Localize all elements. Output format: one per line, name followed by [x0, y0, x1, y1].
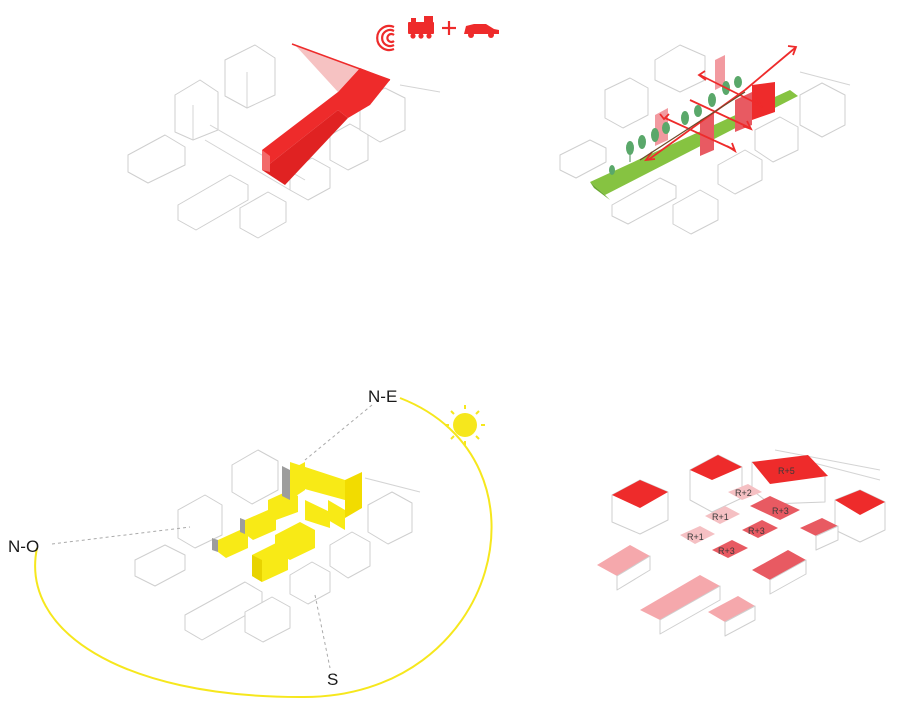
sun-icon: [445, 405, 485, 445]
orientation-arc: [34, 397, 493, 699]
connection-volumes: [655, 55, 775, 156]
train-icon: [408, 16, 434, 39]
panel-heights: R+5 R+2 R+1 R+1 R+3 R+3 R+3: [597, 449, 886, 637]
yellow-building-volumes: [212, 462, 362, 582]
rail-corridor-highlight: [262, 43, 391, 185]
height-label-r3-a: R+3: [772, 506, 789, 516]
panel-green-connections: [559, 44, 851, 235]
car-icon: [464, 24, 499, 38]
label-north-east: N-E: [368, 387, 397, 406]
label-north-west: N-O: [8, 537, 39, 556]
height-roofs: [597, 455, 885, 637]
height-label-r2: R+2: [735, 488, 752, 498]
height-label-r5: R+5: [778, 466, 795, 476]
height-label-r3-c: R+3: [718, 546, 735, 556]
label-south: S: [327, 670, 338, 689]
signal-icon: [376, 24, 395, 52]
trees: [609, 76, 742, 175]
context-buildings: [127, 44, 441, 239]
height-label-r1-a: R+1: [712, 512, 729, 522]
context-buildings: [559, 44, 851, 235]
context-buildings: [134, 449, 421, 643]
height-label-r3-b: R+3: [748, 526, 765, 536]
connection-arrows: [644, 45, 798, 162]
transport-legend: [376, 16, 499, 52]
height-label-r1-b: R+1: [687, 532, 704, 542]
plus-icon: [442, 21, 456, 35]
panel-orientation: N-E N-O S: [8, 387, 493, 699]
panel-mobility: [127, 16, 499, 239]
corridor-axis-line: [639, 91, 746, 161]
